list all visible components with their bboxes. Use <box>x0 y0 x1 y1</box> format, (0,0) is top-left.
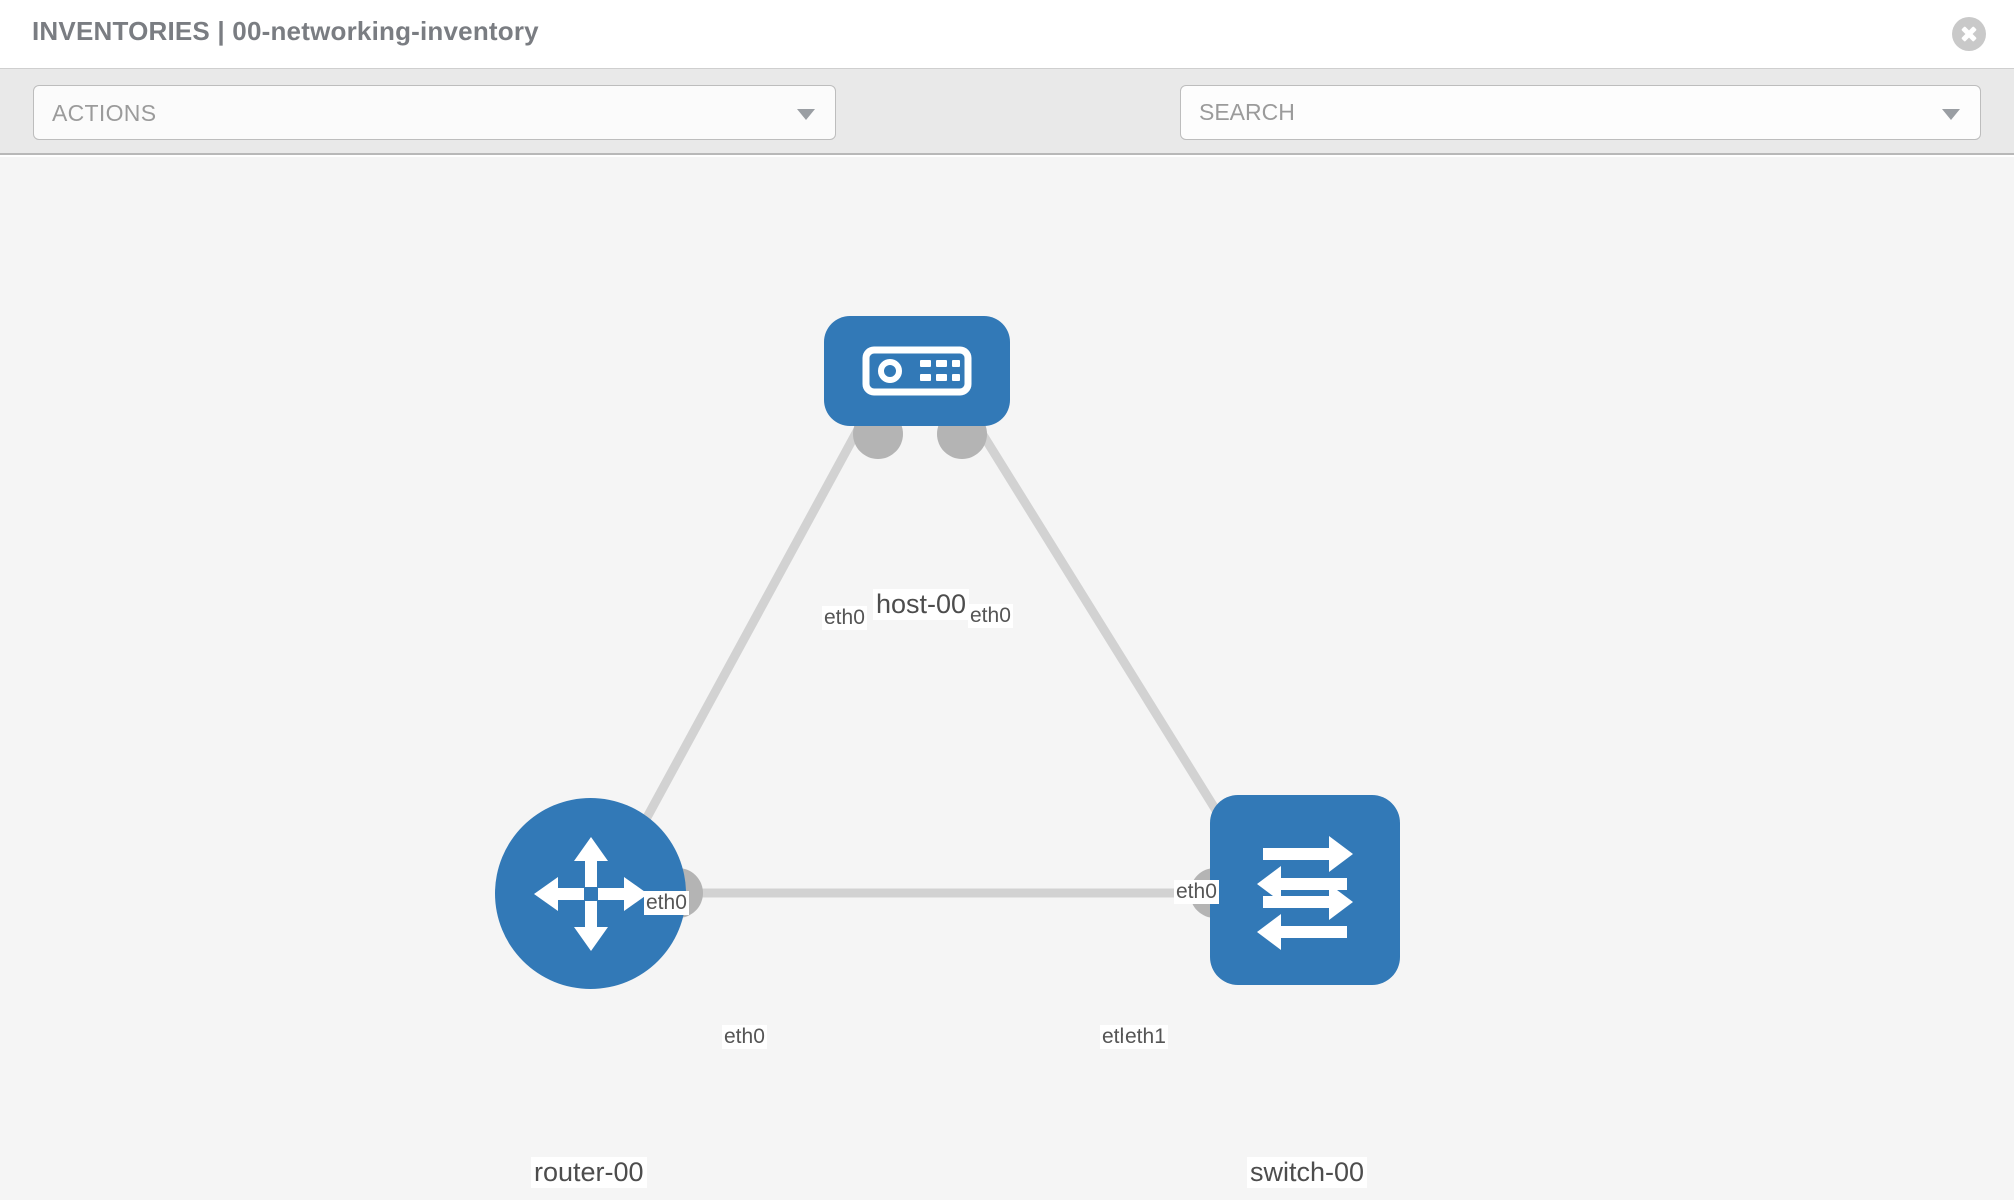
port-label-host-left: eth0 <box>822 606 867 630</box>
port-label-router-trunk: eth0 <box>722 1025 767 1049</box>
topology-node-label-switch-00: switch-00 <box>1247 1157 1368 1188</box>
chevron-down-icon <box>797 108 815 120</box>
page-header: INVENTORIES | 00-networking-inventory <box>0 0 2014 69</box>
port-label-switch-trunk-over: eth1 <box>1123 1025 1168 1049</box>
topology-edges <box>616 419 1249 898</box>
topology-node-host-00[interactable] <box>824 316 1010 426</box>
search-chevron-down-icon[interactable] <box>1942 108 1960 120</box>
port-label-host-right: eth0 <box>968 604 1013 628</box>
page-title: INVENTORIES | 00-networking-inventory <box>32 16 539 46</box>
router-icon <box>533 836 648 951</box>
topology-canvas[interactable]: host-00 router-00 <box>0 157 2014 1200</box>
topology-node-label-router-00: router-00 <box>531 1157 647 1188</box>
port-label-switch-uplink: eth0 <box>1174 880 1219 904</box>
topology-node-switch-00[interactable] <box>1210 795 1400 985</box>
switch-icon <box>1257 836 1353 950</box>
port-label-router-uplink: eth0 <box>644 891 689 915</box>
topology-node-label-host-00: host-00 <box>873 589 970 620</box>
actions-dropdown-label: ACTIONS <box>52 100 157 126</box>
edge-host-router <box>616 419 866 870</box>
topology-graph <box>616 409 1267 918</box>
topology-connectors <box>653 409 1267 918</box>
search-input-wrapper[interactable] <box>1180 85 1981 140</box>
edge-host-switch <box>971 419 1249 860</box>
toolbar: ACTIONS <box>0 69 2014 202</box>
search-input[interactable] <box>1199 86 1899 139</box>
close-icon[interactable] <box>1952 17 1986 51</box>
server-icon <box>862 346 972 396</box>
topology-node-router-00[interactable] <box>495 798 686 989</box>
actions-dropdown[interactable]: ACTIONS <box>33 85 836 140</box>
